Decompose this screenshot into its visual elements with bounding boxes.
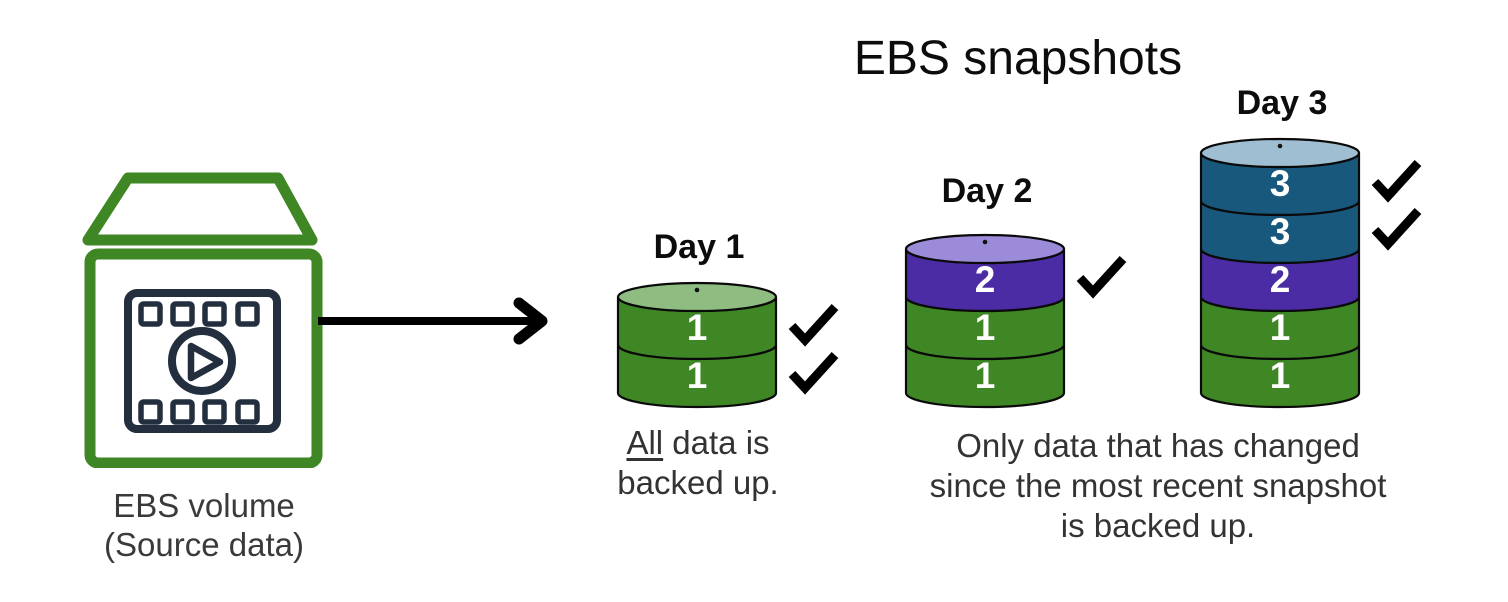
cylinder-top-dot [1277, 143, 1283, 149]
snapshot-segment [904, 344, 1066, 409]
days-2-3-caption: Only data that has changed since the mos… [888, 426, 1428, 546]
day-1-caption: All data is backed up. [592, 423, 804, 503]
source-volume-label-line1: EBS volume [113, 487, 295, 524]
segment-number: 1 [687, 355, 708, 396]
cylinder-top-dot [694, 287, 700, 293]
caption-line: is backed up. [1060, 507, 1256, 544]
day-2-label: Day 2 [941, 172, 1033, 210]
day-1-label: Day 1 [653, 228, 745, 266]
cylinder-top [904, 233, 1066, 265]
flow-arrow-icon [318, 297, 548, 345]
film-perforations-top [138, 301, 260, 327]
cylinder-top [616, 281, 778, 313]
snapshot-segment [1199, 344, 1361, 409]
checkmark-icon [788, 303, 839, 347]
caption-text-line2: backed up. [617, 464, 779, 501]
caption-text: data is [663, 424, 770, 461]
segment-number: 2 [1270, 259, 1291, 300]
snapshot-segment [616, 344, 778, 409]
cylinder-top-dot [982, 239, 988, 245]
cylinder-top [1199, 137, 1361, 169]
checkmark-icon [788, 351, 839, 395]
segment-number: 2 [975, 259, 996, 300]
diagram-title: EBS snapshots [853, 32, 1183, 85]
segment-number: 1 [687, 307, 708, 348]
snapshot-stack-day-3: 3 3 2 1 1 [1199, 135, 1431, 418]
segment-number: 1 [1270, 307, 1291, 348]
checkmark-icon [1371, 207, 1422, 251]
checkmark-icon [1076, 255, 1127, 299]
source-volume-label: EBS volume (Source data) [78, 486, 330, 564]
snapshot-stack-day-2: 2 1 1 [904, 231, 1136, 418]
caption-line: since the most recent snapshot [929, 467, 1387, 504]
segment-number: 3 [1270, 163, 1291, 204]
caption-underlined-word: All [626, 424, 664, 461]
play-icon [187, 342, 224, 382]
segment-number: 1 [975, 307, 996, 348]
film-perforations-bottom [138, 399, 260, 425]
volume-lid [82, 172, 318, 246]
ebs-volume-icon [82, 172, 323, 468]
film-strip-icon [124, 289, 281, 433]
caption-line: Only data that has changed [956, 427, 1360, 464]
day-3-label: Day 3 [1236, 84, 1328, 122]
arrow-head [513, 297, 548, 345]
checkmark-icon [1371, 159, 1422, 203]
segment-number: 1 [1270, 355, 1291, 396]
segment-number: 1 [975, 355, 996, 396]
source-volume-label-line2: (Source data) [104, 526, 304, 563]
segment-number: 3 [1270, 211, 1291, 252]
